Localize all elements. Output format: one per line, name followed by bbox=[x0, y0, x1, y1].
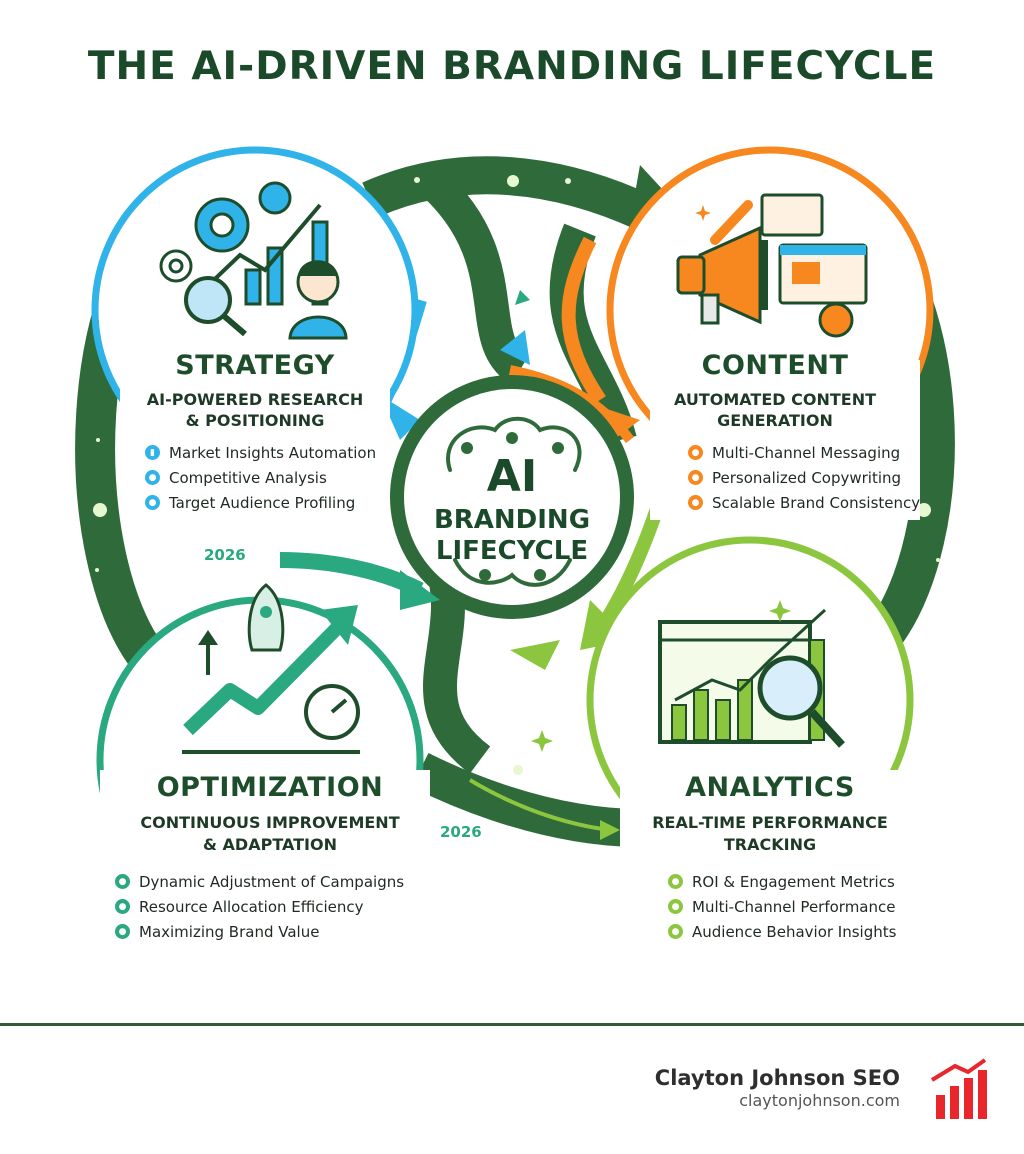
optimization-icons bbox=[182, 583, 360, 754]
bullet-icon: ● bbox=[688, 495, 703, 510]
rocket-icon bbox=[247, 583, 285, 652]
strategy-list: ▮Market Insights Automation ●Competitive… bbox=[145, 440, 376, 515]
content-list: ●Multi-Channel Messaging ●Personalized C… bbox=[688, 440, 920, 515]
bullet-icon: ▮ bbox=[145, 445, 160, 460]
list-item: ●Dynamic Adjustment of Campaigns bbox=[115, 869, 404, 894]
footer-divider bbox=[0, 1023, 1024, 1026]
list-item: ●Target Audience Profiling bbox=[145, 490, 376, 515]
list-item: ●Multi-Channel Messaging bbox=[688, 440, 920, 465]
bullet-icon: ● bbox=[688, 445, 703, 460]
strategy-sub1: AI-POWERED RESEARCH bbox=[146, 390, 364, 409]
center-lifecycle-label: LIFECYCLE bbox=[435, 536, 589, 566]
optimization-sub1: CONTINUOUS IMPROVEMENT bbox=[140, 813, 400, 832]
bullet-icon: ● bbox=[145, 470, 160, 485]
speedometer-icon bbox=[304, 684, 360, 740]
list-item: ●Multi-Channel Performance bbox=[668, 894, 896, 919]
megaphone-icon bbox=[676, 225, 768, 325]
bullet-icon: ● bbox=[668, 874, 683, 889]
growth-arrow-icon bbox=[182, 605, 360, 754]
pen-icon bbox=[710, 200, 753, 245]
footer-brand-url: claytonjohnson.com bbox=[739, 1091, 900, 1110]
analytics-sub1: REAL-TIME PERFORMANCE bbox=[652, 813, 888, 832]
bullet-icon: ● bbox=[688, 470, 703, 485]
strategy-sub2: & POSITIONING bbox=[185, 411, 325, 430]
list-item: ●Scalable Brand Consistency bbox=[688, 490, 920, 515]
lightning-icon bbox=[818, 302, 854, 338]
magnifier-icon bbox=[184, 276, 247, 337]
year-label-left: 2026 bbox=[204, 546, 246, 564]
bullet-icon: ● bbox=[145, 495, 160, 510]
strategy-icons bbox=[159, 181, 348, 340]
analytics-heading: ANALYTICS bbox=[685, 772, 855, 803]
bullet-icon: ● bbox=[115, 924, 130, 939]
person-icon bbox=[288, 260, 348, 340]
list-item: ●Audience Behavior Insights bbox=[668, 919, 896, 944]
list-item: ●ROI & Engagement Metrics bbox=[668, 869, 896, 894]
bullet-icon: ● bbox=[668, 899, 683, 914]
bullet-icon: ● bbox=[668, 924, 683, 939]
analytics-sub2: TRACKING bbox=[723, 835, 817, 854]
bullet-icon: ● bbox=[115, 874, 130, 889]
list-item: ▮Market Insights Automation bbox=[145, 440, 376, 465]
optimization-list: ●Dynamic Adjustment of Campaigns ●Resour… bbox=[115, 869, 404, 944]
list-item: ●Maximizing Brand Value bbox=[115, 919, 404, 944]
list-item: ●Resource Allocation Efficiency bbox=[115, 894, 404, 919]
page-title: THE AI-DRIVEN BRANDING LIFECYCLE bbox=[87, 44, 937, 89]
year-label-bottom: 2026 bbox=[440, 823, 482, 841]
analytics-icons bbox=[658, 608, 845, 748]
content-icons bbox=[676, 193, 868, 338]
content-sub1: AUTOMATED CONTENT bbox=[673, 390, 877, 409]
up-arrow-icon bbox=[198, 630, 218, 675]
gear-icon bbox=[159, 197, 250, 283]
analytics-list: ●ROI & Engagement Metrics ●Multi-Channel… bbox=[668, 869, 896, 944]
center-branding-label: BRANDING bbox=[433, 505, 591, 535]
browser-window-icon bbox=[760, 193, 868, 305]
pie-chart-icon bbox=[258, 181, 292, 215]
magnifier-icon bbox=[757, 655, 845, 748]
content-heading: CONTENT bbox=[701, 350, 849, 381]
center-hub bbox=[390, 375, 634, 619]
optimization-heading: OPTIMIZATION bbox=[156, 772, 384, 803]
footer-brand-name: Clayton Johnson SEO bbox=[654, 1066, 900, 1090]
optimization-sub2: & ADAPTATION bbox=[203, 835, 337, 854]
bar-chart-logo-icon bbox=[930, 1058, 987, 1119]
brain-circuit-icon bbox=[446, 416, 582, 587]
content-sub2: GENERATION bbox=[717, 411, 833, 430]
bullet-icon: ● bbox=[115, 899, 130, 914]
list-item: ●Competitive Analysis bbox=[145, 465, 376, 490]
list-item: ●Personalized Copywriting bbox=[688, 465, 920, 490]
center-ai-label: AI bbox=[486, 451, 538, 502]
sparkle-icons bbox=[515, 205, 791, 752]
strategy-heading: STRATEGY bbox=[175, 350, 335, 381]
